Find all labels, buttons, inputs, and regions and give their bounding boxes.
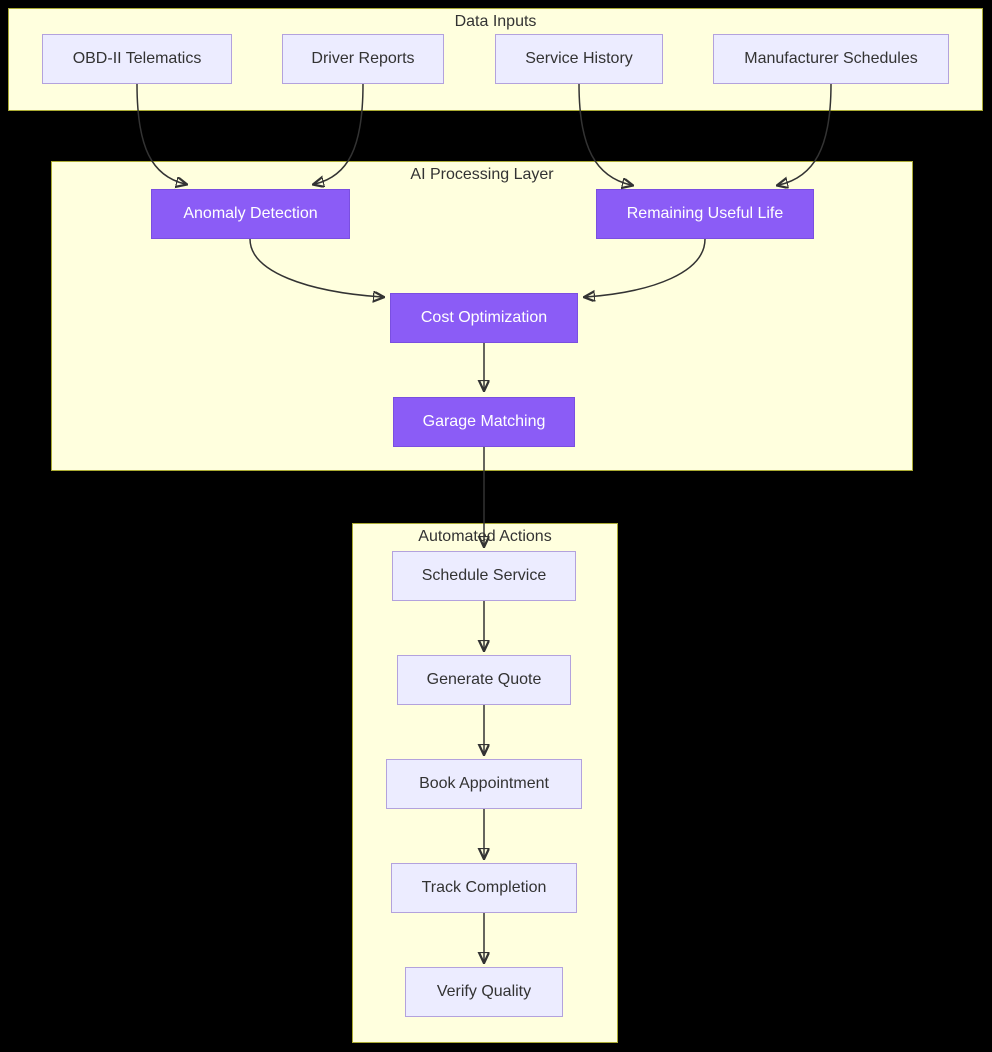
node-remaining-useful-life: Remaining Useful Life [596,189,814,239]
node-manufacturer-schedules: Manufacturer Schedules [713,34,949,84]
node-obd-ii-telematics: OBD-II Telematics [42,34,232,84]
cluster-ai-processing-layer-label: AI Processing Layer [410,166,554,183]
node-verify-quality: Verify Quality [405,967,563,1017]
node-generate-quote: Generate Quote [397,655,571,705]
node-anomaly-detection: Anomaly Detection [151,189,350,239]
cluster-automated-actions-label: Automated Actions [418,528,552,545]
node-service-history: Service History [495,34,663,84]
node-cost-optimization: Cost Optimization [390,293,578,343]
node-track-completion: Track Completion [391,863,577,913]
node-book-appointment: Book Appointment [386,759,582,809]
node-schedule-service: Schedule Service [392,551,576,601]
cluster-data-inputs-label: Data Inputs [454,13,537,30]
node-driver-reports: Driver Reports [282,34,444,84]
node-garage-matching: Garage Matching [393,397,575,447]
